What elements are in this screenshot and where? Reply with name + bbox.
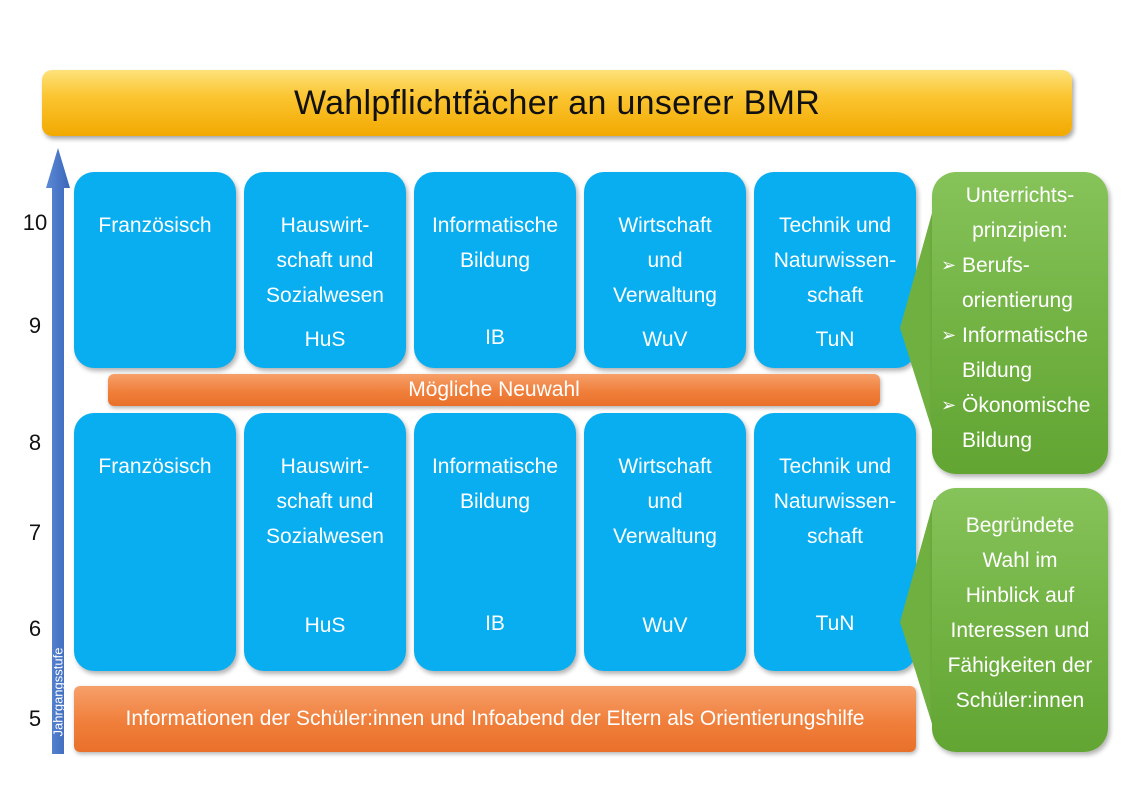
subject-name: Französisch: [98, 455, 212, 478]
choice-note: Begründete Wahl im Hinblick auf Interess…: [947, 514, 1093, 712]
subject-name: Französisch: [98, 214, 212, 237]
subject-abbreviation: IB: [485, 612, 505, 635]
principles-box: Unterrichts- prinzipien: ➢Berufs- orient…: [932, 172, 1108, 474]
callout-pointer: [900, 500, 940, 730]
grade-label: 10: [22, 210, 48, 235]
reselection-band: Mögliche Neuwahl: [108, 374, 880, 406]
grade-label: 7: [28, 520, 42, 545]
subject-name: Informatische Bildung: [431, 455, 559, 513]
arrow-bullet-icon: ➢: [941, 255, 957, 275]
list-item-label: Berufs- orientierung: [962, 254, 1073, 312]
arrow-bullet-icon: ➢: [941, 395, 957, 415]
subject-card: Französisch: [74, 172, 236, 368]
subject-card: Hauswirt- schaft und Sozialwesen HuS: [244, 172, 406, 368]
subject-name: Wirtschaft und Verwaltung: [613, 455, 717, 548]
subject-card: Hauswirt- schaft und Sozialwesen HuS: [244, 413, 406, 671]
subject-name: Wirtschaft und Verwaltung: [613, 214, 717, 307]
orientation-band: Informationen der Schüler:innen und Info…: [74, 686, 916, 752]
arrow-bullet-icon: ➢: [941, 325, 957, 345]
subject-card: Technik und Naturwissen- schaft TuN: [754, 413, 916, 671]
subject-name: Hauswirt- schaft und Sozialwesen: [266, 455, 384, 548]
list-item: ➢Berufs- orientierung: [932, 248, 1108, 318]
principles-heading: Unterrichts- prinzipien:: [965, 184, 1075, 242]
subject-abbreviation: HuS: [304, 328, 346, 351]
subject-name: Technik und Naturwissen- schaft: [773, 455, 897, 548]
subject-name: Hauswirt- schaft und Sozialwesen: [266, 214, 384, 307]
subject-card: Technik und Naturwissen- schaft TuN: [754, 172, 916, 368]
subject-abbreviation: TuN: [815, 612, 855, 635]
grade-label: 5: [28, 706, 42, 731]
subject-abbreviation: HuS: [304, 614, 346, 637]
grade-label: 6: [28, 616, 42, 641]
subject-card: Informatische Bildung IB: [414, 172, 576, 368]
choice-note-box: Begründete Wahl im Hinblick auf Interess…: [932, 488, 1108, 752]
subject-abbreviation: WuV: [642, 614, 688, 637]
subject-card: Wirtschaft und Verwaltung WuV: [584, 172, 746, 368]
subject-name: Informatische Bildung: [431, 214, 559, 272]
subject-abbreviation: WuV: [642, 328, 688, 351]
callout-pointer: [900, 206, 940, 436]
grade-label: 8: [28, 430, 42, 455]
subject-card: Französisch: [74, 413, 236, 671]
list-item: ➢Ökonomische Bildung: [932, 388, 1108, 458]
subject-card: Wirtschaft und Verwaltung WuV: [584, 413, 746, 671]
subject-abbreviation: TuN: [815, 328, 855, 351]
list-item-label: Informatische Bildung: [962, 324, 1089, 382]
list-item: ➢Informatische Bildung: [932, 318, 1108, 388]
subject-name: Technik und Naturwissen- schaft: [773, 214, 897, 307]
subject-card: Informatische Bildung IB: [414, 413, 576, 671]
grade-axis-arrow: [46, 148, 70, 754]
principles-list: ➢Berufs- orientierung ➢Informatische Bil…: [932, 248, 1108, 458]
subject-abbreviation: IB: [485, 326, 505, 349]
page-title: Wahlpflichtfächer an unserer BMR: [42, 70, 1072, 136]
grade-label: 9: [28, 313, 42, 338]
list-item-label: Ökonomische Bildung: [962, 394, 1091, 452]
axis-label: Jahrgangsstufe: [50, 647, 66, 737]
